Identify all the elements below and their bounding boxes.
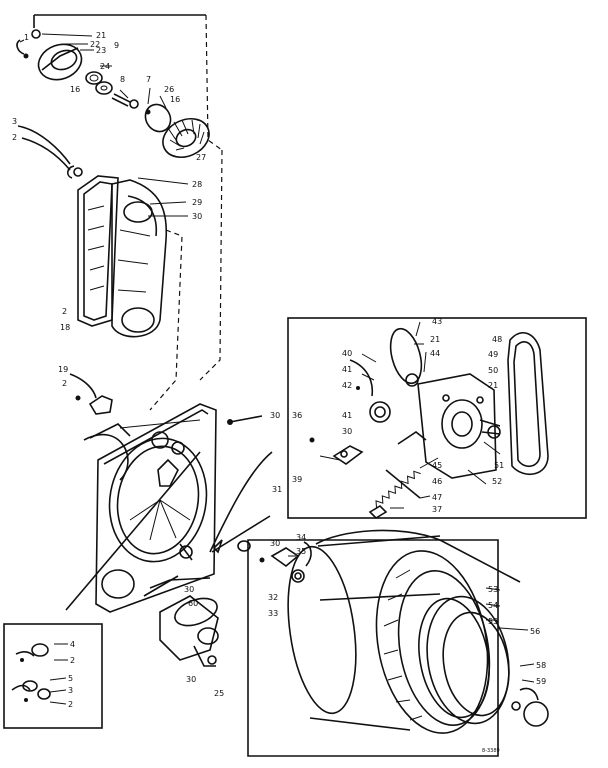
callout-47: 47 <box>432 493 442 502</box>
callout-59: 59 <box>536 677 546 686</box>
callout-21-motor: 21 <box>430 335 440 344</box>
callout-39: 39 <box>292 475 302 484</box>
callout-21: 21 <box>96 31 106 40</box>
callout-30-housing: 30 <box>192 212 202 221</box>
motor-inset-box <box>287 317 587 520</box>
callout-30-bracket: 30 <box>186 675 196 684</box>
drum-inset-box <box>237 529 549 757</box>
callout-42: 42 <box>342 381 352 390</box>
callout-26: 26 <box>164 85 174 94</box>
callout-35: 35 <box>296 547 306 556</box>
callout-30-capacitor: 30 <box>184 585 194 594</box>
callout-1: 1 <box>24 33 29 42</box>
callout-29: 29 <box>192 198 202 207</box>
callout-41-bottom: 41 <box>342 411 352 420</box>
callout-30-idler: 30 <box>342 427 352 436</box>
callout-28: 28 <box>192 180 202 189</box>
callout-32: 32 <box>268 593 278 602</box>
callout-46: 46 <box>432 477 442 486</box>
callout-30-drum: 30 <box>270 539 280 548</box>
callout-2-filter: 2 <box>62 379 67 388</box>
callout-55: 55 <box>488 617 498 626</box>
callout-2-inset-bottom: 2 <box>68 700 73 709</box>
callout-53: 53 <box>488 585 498 594</box>
callout-50: 50 <box>488 366 498 375</box>
callout-27: 27 <box>196 153 206 162</box>
callout-54: 54 <box>488 601 498 610</box>
callout-8: 8 <box>120 75 125 84</box>
callout-34: 34 <box>296 533 306 542</box>
callout-52: 52 <box>492 477 502 486</box>
callout-2-duct: 2 <box>62 307 67 316</box>
blower-wheel-assembly <box>16 14 223 159</box>
callout-58: 58 <box>536 661 546 670</box>
callout-31: 31 <box>272 485 282 494</box>
callout-18: 18 <box>60 323 70 332</box>
callout-22: 22 <box>90 40 100 49</box>
blower-housing-duct <box>17 125 223 411</box>
small-parts-inset-box <box>3 623 103 729</box>
callout-49: 49 <box>488 350 498 359</box>
callout-3-inset: 3 <box>68 686 73 695</box>
callout-5: 5 <box>68 674 73 683</box>
callout-51: 51 <box>494 461 504 470</box>
callout-40: 40 <box>342 349 352 358</box>
callout-24: 24 <box>100 62 110 71</box>
callout-43: 43 <box>432 317 442 326</box>
callout-37: 37 <box>432 505 442 514</box>
callout-19: 19 <box>58 365 68 374</box>
callout-21-belt: 21 <box>488 381 498 390</box>
callout-30-panel: 30 <box>270 411 280 420</box>
callout-33: 33 <box>268 609 278 618</box>
callout-2-inset-top: 2 <box>70 656 75 665</box>
callout-9: 9 <box>114 41 119 50</box>
callout-41-top: 41 <box>342 365 352 374</box>
callout-3-top: 3 <box>12 117 17 126</box>
callout-60: 60 <box>188 599 198 608</box>
rear-bulkhead-panel <box>65 403 273 613</box>
callout-48: 48 <box>492 335 502 344</box>
callout-56: 56 <box>530 627 540 636</box>
callout-23: 23 <box>96 46 106 55</box>
drawing-tag: 8-3389 <box>482 748 500 754</box>
callout-25: 25 <box>214 689 224 698</box>
callout-labels: 1 21 22 9 23 24 8 7 26 16 16 27 3 2 28 2… <box>12 31 546 754</box>
callout-leaders <box>19 33 535 705</box>
callout-2-top: 2 <box>12 133 17 142</box>
callout-44: 44 <box>430 349 440 358</box>
callout-36: 36 <box>292 411 302 420</box>
callout-16-left: 16 <box>70 85 80 94</box>
callout-45: 45 <box>432 461 442 470</box>
lint-filter-part <box>69 373 113 415</box>
capacitor-bracket-part <box>143 575 219 667</box>
callout-4: 4 <box>70 640 75 649</box>
callout-16-right: 16 <box>170 95 180 104</box>
callout-7: 7 <box>146 75 151 84</box>
